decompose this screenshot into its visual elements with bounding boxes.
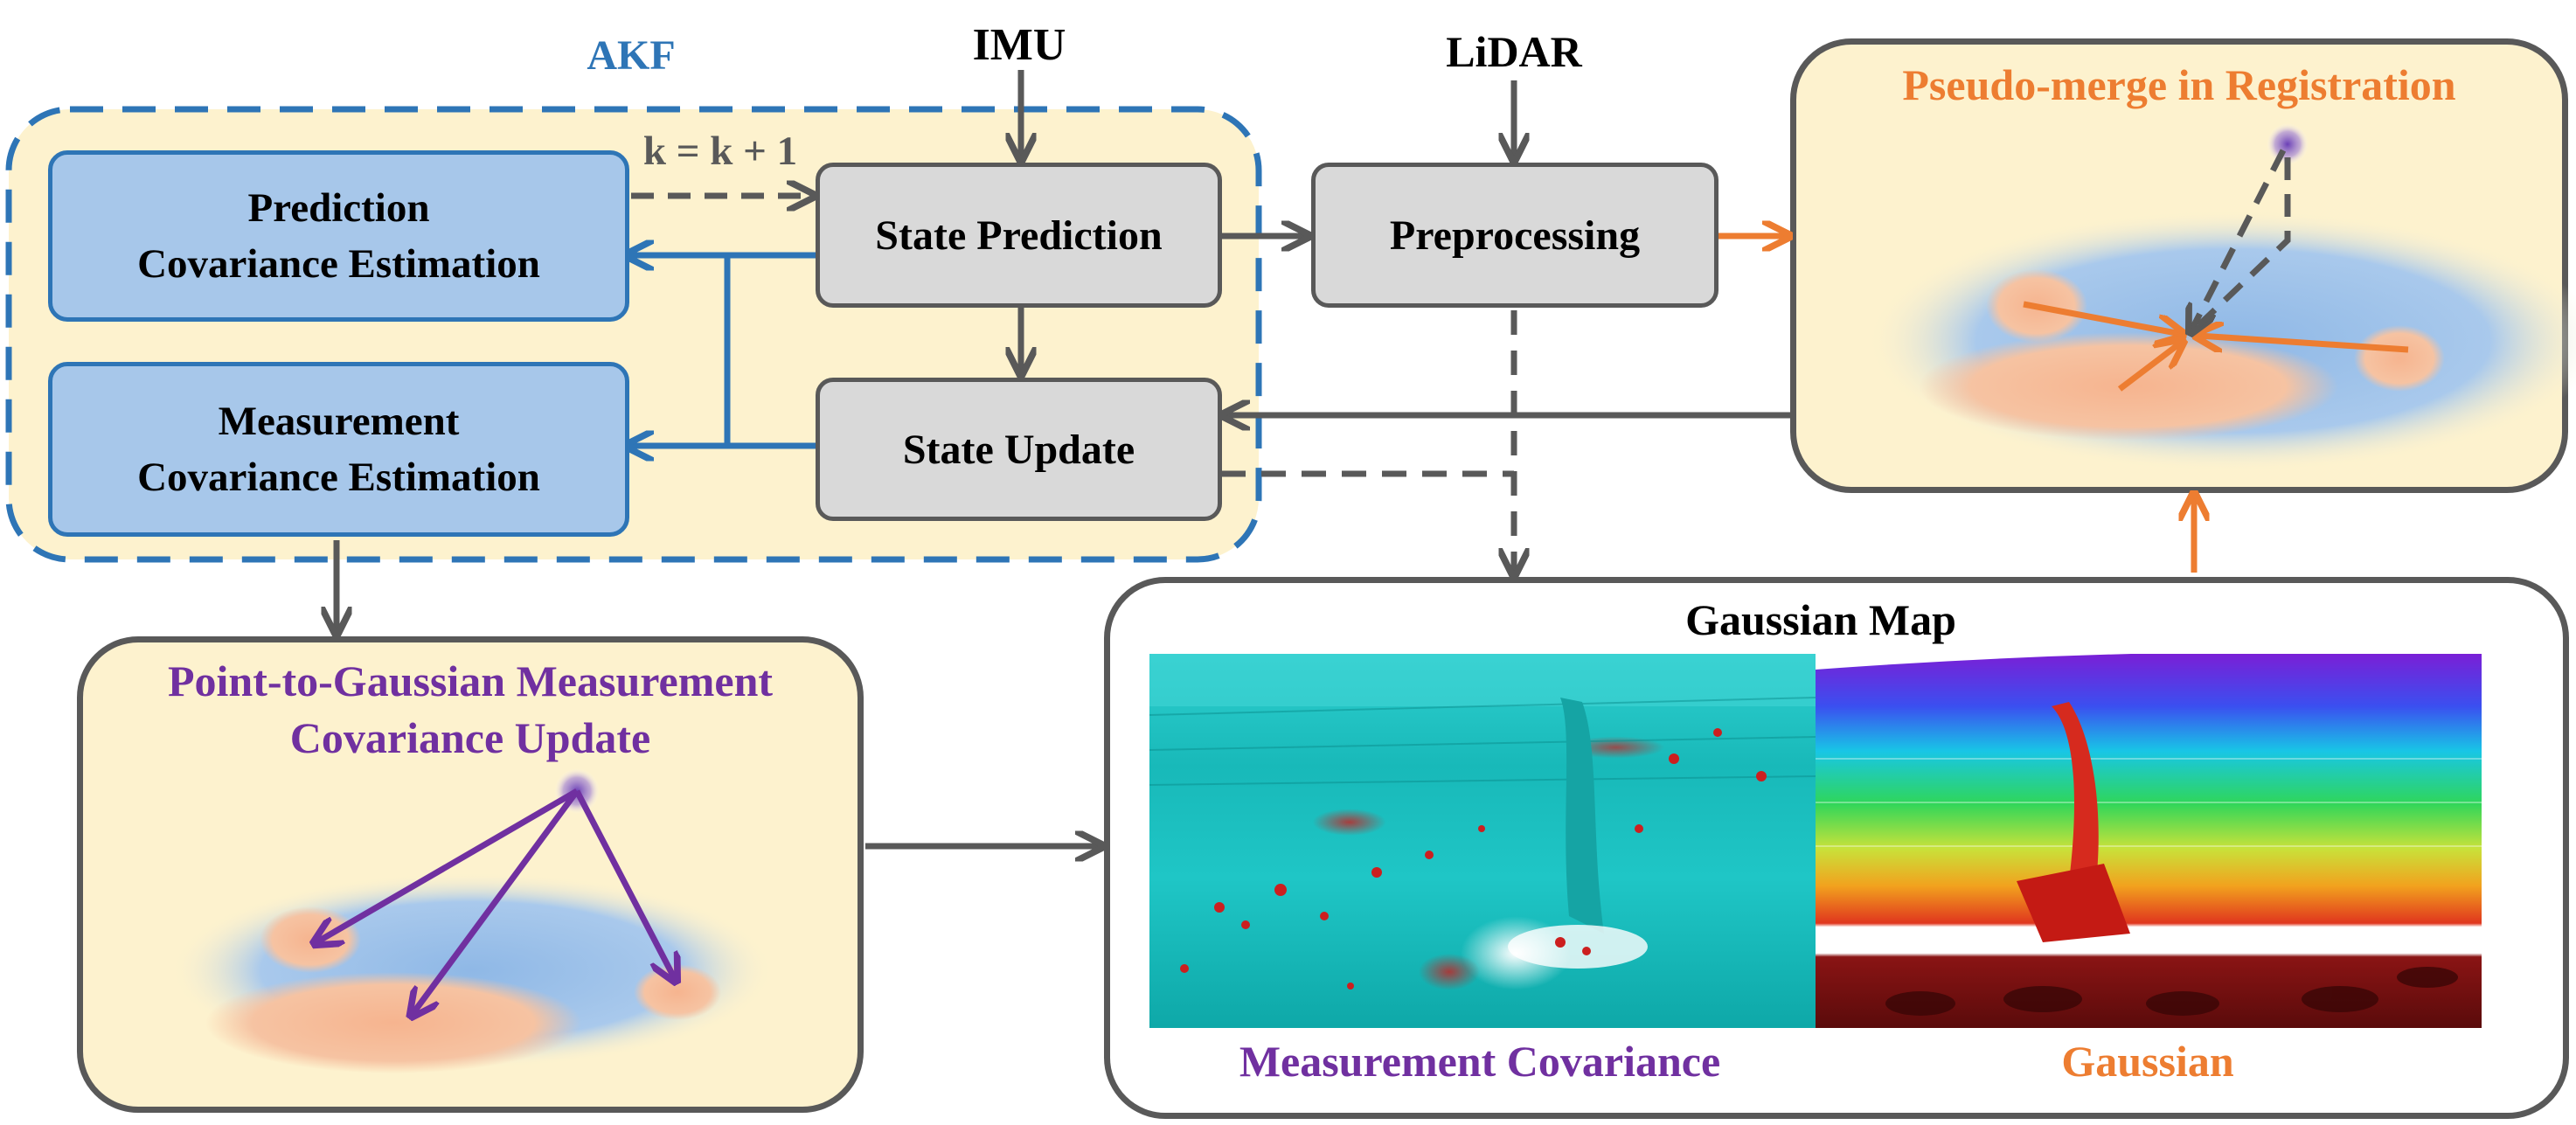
measurement-covariance-line1: Measurement xyxy=(218,399,460,444)
imu-label: IMU xyxy=(972,20,1066,70)
measurement-covariance-image xyxy=(1149,654,1816,1028)
state-prediction-box: State Prediction xyxy=(816,163,1222,308)
p2g-title-line1: Point-to-Gaussian Measurement xyxy=(167,656,774,705)
measurement-covariance-caption: Measurement Covariance xyxy=(1239,1037,1721,1086)
measurement-covariance-box: Measurement Covariance Estimation xyxy=(48,362,629,537)
gaussian-image xyxy=(1816,654,2482,1028)
pseudo-merge-title: Pseudo-merge in Registration xyxy=(1902,60,2456,109)
state-update-label: State Update xyxy=(902,426,1135,473)
state-update-box: State Update xyxy=(816,378,1222,521)
lidar-label: LiDAR xyxy=(1446,27,1582,76)
prediction-covariance-line2: Covariance Estimation xyxy=(137,241,540,287)
gaussian-map-title: Gaussian Map xyxy=(1685,595,1956,644)
iteration-label: k = k + 1 xyxy=(642,128,798,174)
prediction-covariance-box: Prediction Covariance Estimation xyxy=(48,150,629,322)
akf-label: AKF xyxy=(587,32,676,79)
prediction-covariance-line1: Prediction xyxy=(247,185,430,231)
measurement-covariance-line2: Covariance Estimation xyxy=(137,455,540,500)
preprocessing-label: Preprocessing xyxy=(1389,212,1641,259)
preprocessing-box: Preprocessing xyxy=(1311,163,1718,308)
state-prediction-label: State Prediction xyxy=(875,212,1163,259)
gaussian-caption: Gaussian xyxy=(2061,1037,2234,1086)
p2g-title-line2: Covariance Update xyxy=(289,713,651,762)
